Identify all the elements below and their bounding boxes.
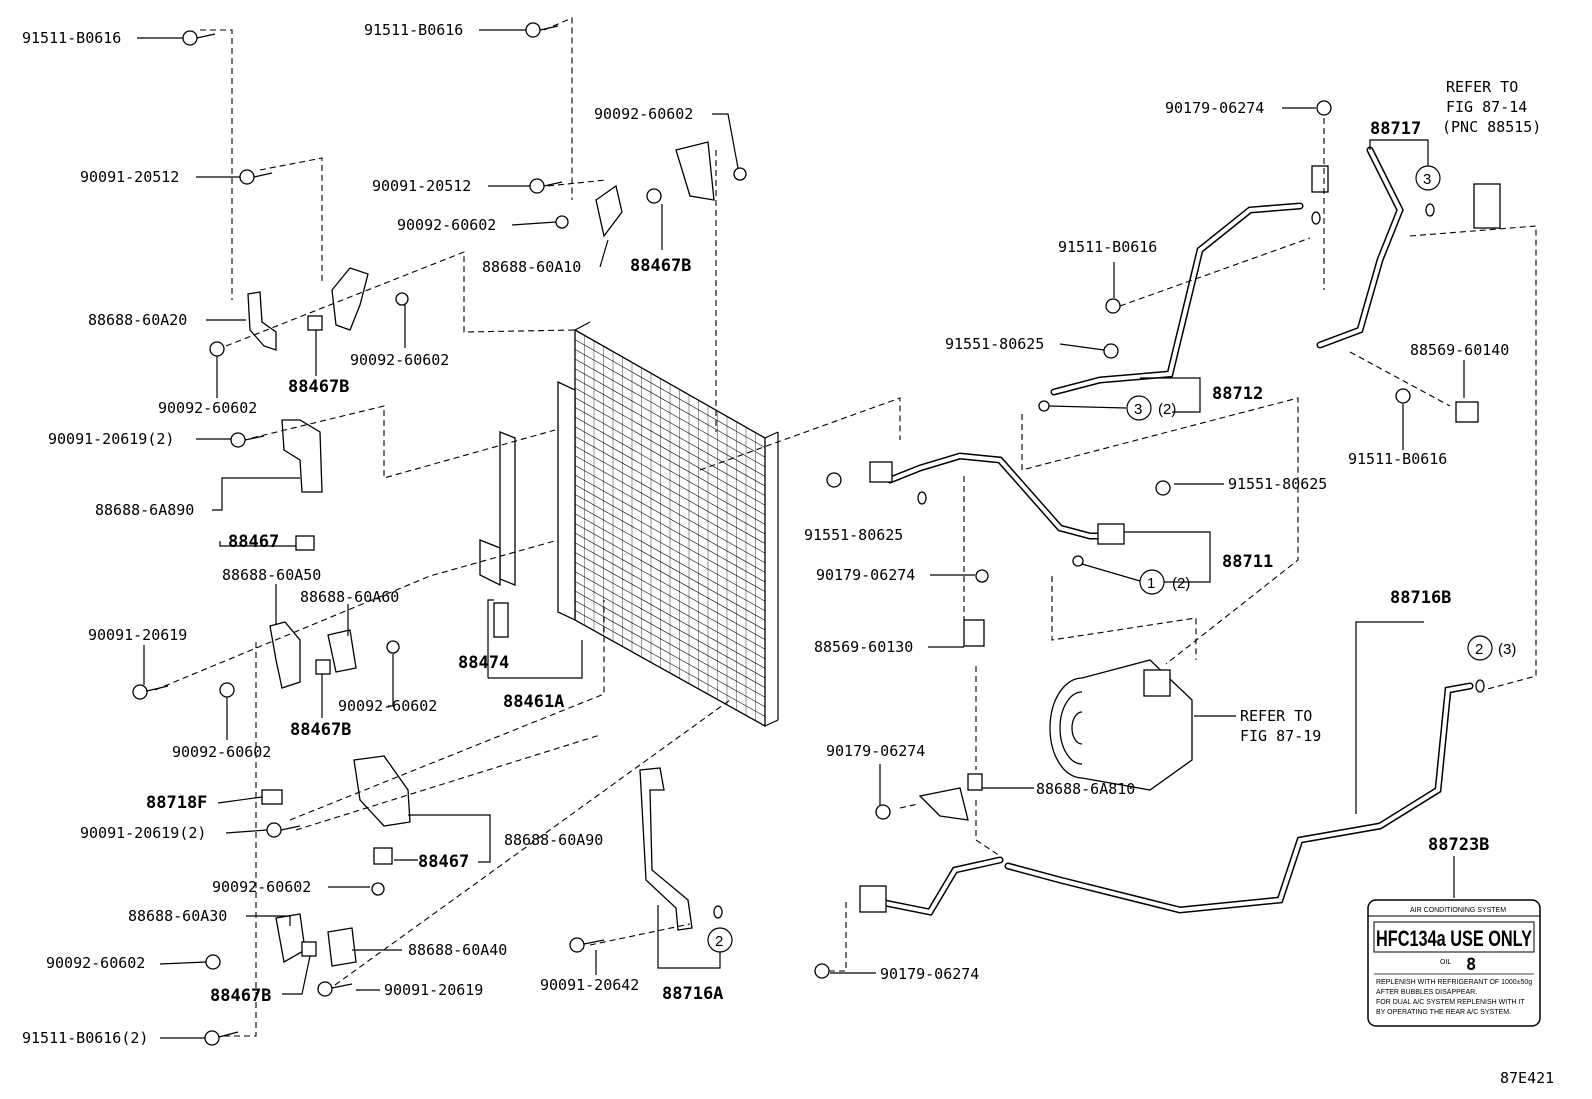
label-90091-20512-a: 90091-20512 (80, 168, 179, 186)
callout-3a-qty: (2) (1158, 401, 1176, 418)
callout-2a-qty: (3) (1498, 641, 1516, 658)
label-88467b-c: 88467B (290, 720, 351, 740)
label-90091-20619-a: 90091-20619 (88, 626, 187, 644)
sticker-header: AIR CONDITIONING SYSTEM (1410, 907, 1506, 914)
label-88688-60a60: 88688-60A60 (300, 588, 399, 606)
label-88467-a: 88467 (228, 532, 279, 552)
ac-caution-label: AIR CONDITIONING SYSTEM HFC134a USE ONLY… (1367, 899, 1541, 1027)
callouts: 3 (2) 1 (2) 3 2 (3) 2 (707, 165, 1516, 953)
label-88716b: 88716B (1390, 588, 1451, 608)
label-88569-60130: 88569-60130 (814, 638, 913, 656)
label-refer-to-a: REFER TO (1446, 78, 1518, 96)
label-90179-06274-a: 90179-06274 (1165, 99, 1264, 117)
label-88717: 88717 (1370, 119, 1421, 139)
label-88467b-a: 88467B (630, 256, 691, 276)
receiver-dryer (479, 431, 516, 638)
label-90092-60602-a: 90092-60602 (594, 105, 693, 123)
callout-1-number: 1 (1147, 575, 1155, 592)
sticker-line-4: BY OPERATING THE REAR A/C SYSTEM. (1376, 1009, 1511, 1016)
label-88688-60a40: 88688-60A40 (408, 941, 507, 959)
leader-lines (137, 29, 1465, 1039)
callout-circle-3b (1415, 165, 1441, 191)
label-90091-20619-2-b: 90091-20619(2) (80, 824, 206, 842)
sticker-main-text: HFC134a USE ONLY (1376, 926, 1532, 951)
hoses (814, 100, 1501, 979)
label-fig-87-19: FIG 87-19 (1240, 727, 1321, 745)
label-refer-to-b: REFER TO (1240, 707, 1312, 725)
sticker-oil-label: OIL (1440, 959, 1451, 966)
sticker-oil-code: 8 (1466, 955, 1476, 975)
figure-code: 87E421 (1500, 1069, 1554, 1087)
callout-circle-2a (1467, 635, 1493, 661)
compressor (1049, 659, 1193, 791)
label-88723b: 88723B (1428, 835, 1489, 855)
label-90091-20642: 90091-20642 (540, 976, 639, 994)
callout-3a-number: 3 (1134, 401, 1142, 418)
label-90092-60602-h: 90092-60602 (46, 954, 145, 972)
left-hardware (132, 22, 747, 1046)
label-90091-20512-b: 90091-20512 (372, 177, 471, 195)
label-90092-60602-g: 90092-60602 (212, 878, 311, 896)
label-88467b-d: 88467B (210, 986, 271, 1006)
label-88569-60140: 88569-60140 (1410, 341, 1509, 359)
sticker-line-2: AFTER BUBBLES DISAPPEAR. (1376, 989, 1477, 996)
callout-circle-2b (707, 927, 733, 953)
label-91511-b0616-d: 91511-B0616 (1348, 450, 1447, 468)
label-88688-60a90: 88688-60A90 (504, 831, 603, 849)
sticker-line-1: REPLENISH WITH REFRIGERANT OF 1000±50g (1376, 979, 1532, 986)
label-91511-b0616-2: 91511-B0616(2) (22, 1029, 148, 1047)
label-90092-60602-f: 90092-60602 (338, 697, 437, 715)
label-88688-60a30: 88688-60A30 (128, 907, 227, 925)
sticker-line-3: FOR DUAL A/C SYSTEM REPLENISH WITH IT (1376, 999, 1525, 1006)
label-88718f: 88718F (146, 793, 207, 813)
guide-lines (154, 17, 1537, 1037)
label-90092-60602-b: 90092-60602 (397, 216, 496, 234)
condenser-assembly (557, 321, 779, 728)
label-88688-6a810: 88688-6A810 (1036, 780, 1135, 798)
label-90092-60602-c: 90092-60602 (158, 399, 257, 417)
callout-1-qty: (2) (1172, 575, 1190, 592)
label-90092-60602-e: 90092-60602 (172, 743, 271, 761)
label-90179-06274-b: 90179-06274 (816, 566, 915, 584)
label-91511-b0616-c: 91511-B0616 (1058, 238, 1157, 256)
part-labels: 91511-B0616 91511-B0616 90092-60602 9009… (22, 21, 1554, 1087)
callout-3b-number: 3 (1423, 171, 1431, 188)
label-90092-60602-d: 90092-60602 (350, 351, 449, 369)
label-91551-80625-b: 91551-80625 (1228, 475, 1327, 493)
label-88467b-b: 88467B (288, 377, 349, 397)
label-pnc-88515: (PNC 88515) (1442, 118, 1541, 136)
label-88474: 88474 (458, 653, 509, 673)
label-91551-80625-a: 91551-80625 (945, 335, 1044, 353)
label-88688-60a10: 88688-60A10 (482, 258, 581, 276)
label-91511-b0616-b: 91511-B0616 (364, 21, 463, 39)
label-90179-06274-c: 90179-06274 (826, 742, 925, 760)
callout-2b-number: 2 (715, 933, 723, 950)
label-88716a: 88716A (662, 984, 723, 1004)
callout-circle-1 (1139, 569, 1165, 595)
label-fig-87-14: FIG 87-14 (1446, 98, 1527, 116)
label-88461a: 88461A (503, 692, 564, 712)
label-88711: 88711 (1222, 552, 1273, 572)
label-88712: 88712 (1212, 384, 1263, 404)
label-88688-60a50: 88688-60A50 (222, 566, 321, 584)
label-91511-b0616-a: 91511-B0616 (22, 29, 121, 47)
label-90091-20619-b: 90091-20619 (384, 981, 483, 999)
label-90091-20619-2-a: 90091-20619(2) (48, 430, 174, 448)
label-88688-60a20: 88688-60A20 (88, 311, 187, 329)
label-88467-b: 88467 (418, 852, 469, 872)
callout-circle-3a (1126, 395, 1152, 421)
callout-2a-number: 2 (1475, 641, 1483, 658)
label-90179-06274-d: 90179-06274 (880, 965, 979, 983)
label-88688-6a890: 88688-6A890 (95, 501, 194, 519)
label-91551-80625-c: 91551-80625 (804, 526, 903, 544)
